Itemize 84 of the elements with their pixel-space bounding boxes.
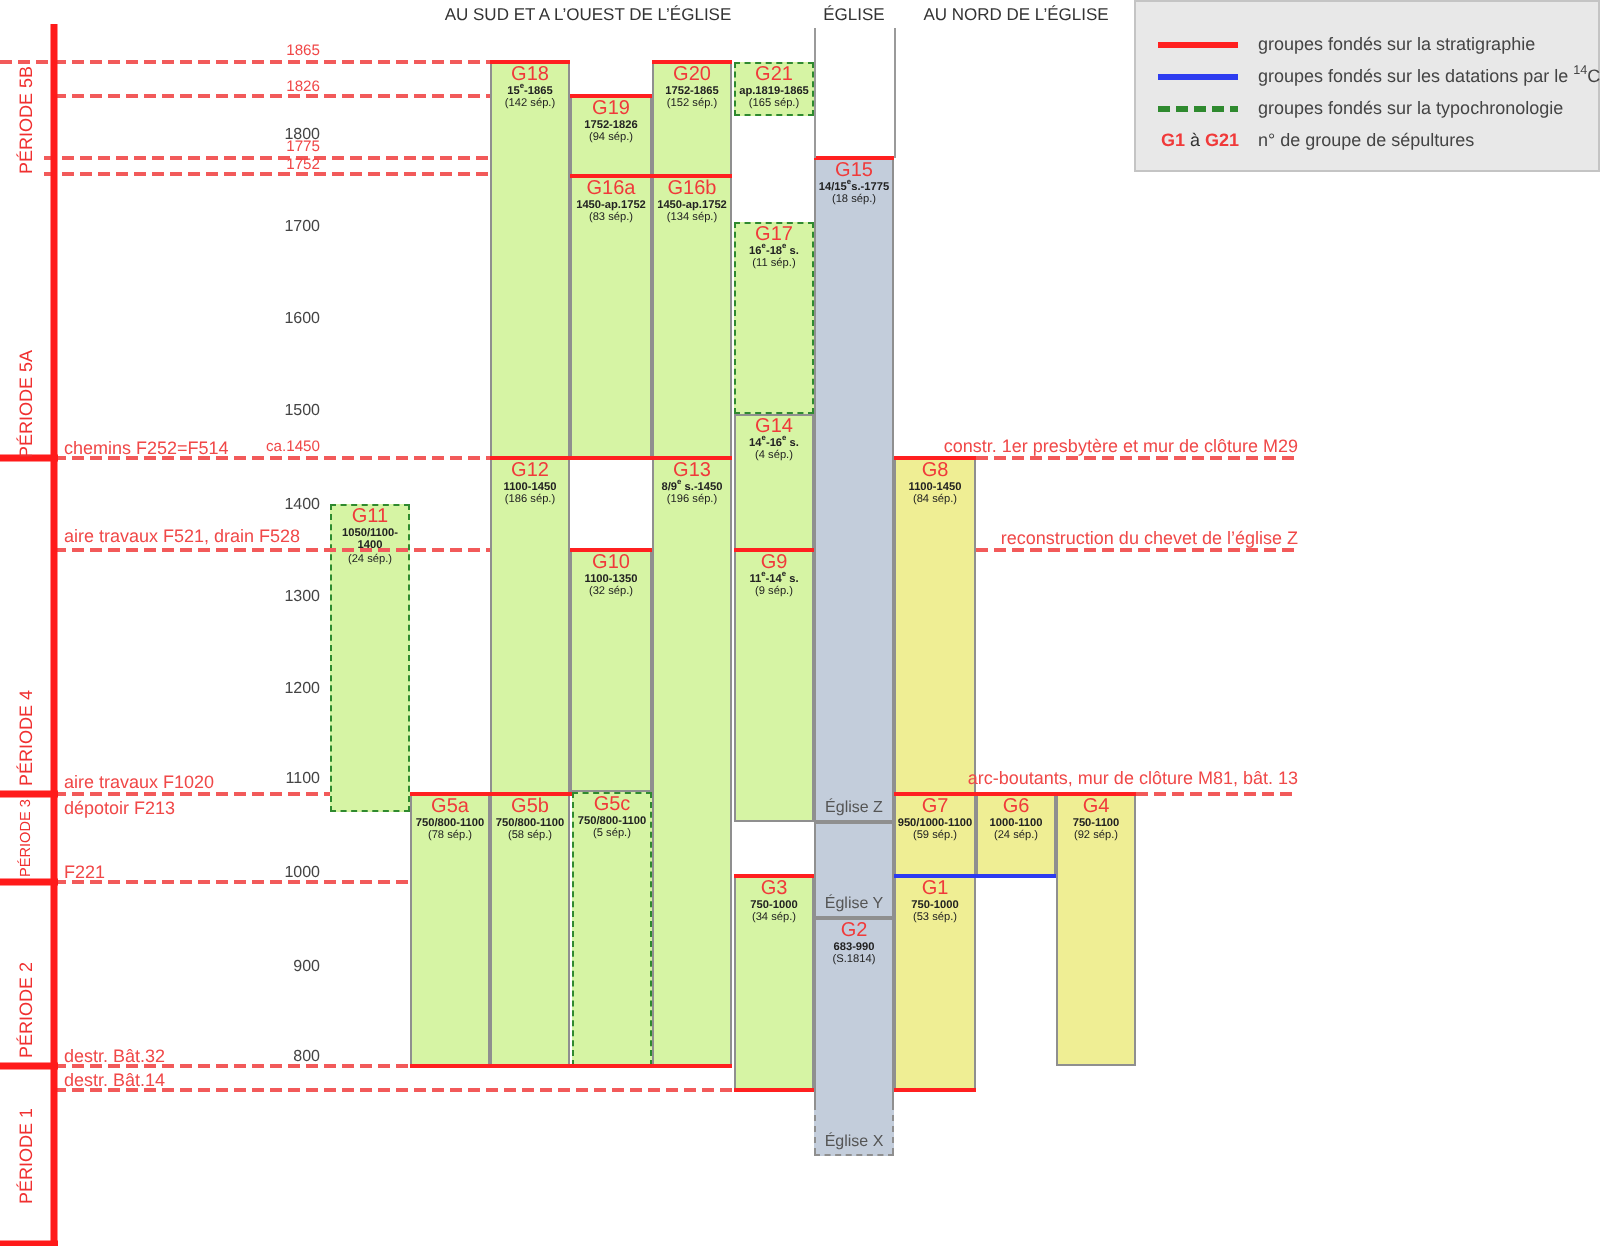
period-label: PÉRIODE 5A [15,349,37,459]
burial-group-box [814,158,894,822]
burial-group-box [490,794,570,1066]
group-number: G10 [592,554,630,573]
year-label: 1700 [284,216,320,236]
legend-label: groupes fondés sur les datations par le $^{14}$C [1258,65,1600,87]
year-label: 1500 [284,400,320,420]
event-label: reconstruction du chevet de l’église Z [1000,527,1298,549]
group-number: G13 [673,462,711,481]
legend-label: groupes fondés sur la typochronologie [1258,97,1564,119]
burial-group-box [734,62,814,116]
period-label: PÉRIODE 1 [15,1108,37,1204]
burial-group-box [572,792,652,1066]
burial-group-box [652,176,732,458]
church-phase-label: Église X [824,1132,884,1150]
year-label: 800 [293,1045,320,1065]
group-number: G14 [755,418,793,437]
legend-label: n° de groupe de sépultures [1258,129,1475,151]
burial-group-box [1056,794,1136,1066]
group-number: G7 [921,798,949,817]
year-label: 900 [293,956,320,976]
year-label: 1600 [284,308,320,328]
year-label: 1400 [284,494,320,514]
burial-group-box [734,876,814,1090]
group-number: G4 [1082,798,1110,817]
group-number: G5c [593,796,631,815]
burial-group-box [894,876,976,1090]
event-label: F221 [64,860,106,882]
column-heading: ÉGLISE [823,6,885,26]
burial-group-box [734,222,814,414]
group-number: G20 [673,66,711,85]
event-label: chemins F252=F514 [64,437,229,459]
event-label: destr. Bât.32 [64,1044,166,1066]
group-number: G6 [1002,798,1030,817]
year-label: 1200 [284,678,320,698]
period-label: PÉRIODE 2 [15,962,37,1058]
church-phase-box [814,822,894,918]
event-label: constr. 1er presbytère et mur de clôture M29 [943,435,1298,457]
group-number: G5b [511,798,549,817]
group-number: G12 [511,462,549,481]
period-label: PÉRIODE 4 [15,690,37,786]
year-label: 1100 [285,768,320,788]
burial-group-box [652,458,732,1066]
burial-group-box [570,550,652,792]
burial-group-box [490,62,570,458]
group-number: G1 [921,880,949,899]
year-label: 1300 [284,586,320,606]
burial-group-box [330,504,410,812]
burial-group-box [734,550,814,822]
group-number: G19 [592,100,630,119]
group-number: G5a [431,798,469,817]
church-phase-label: Église Y [824,894,884,912]
event-label: aire travaux F1020 [64,770,215,792]
year-label: 1000 [284,862,320,882]
event-label: aire travaux F521, drain F528 [64,525,301,547]
group-number: G11 [351,508,389,527]
period-label: PÉRIODE 5B [15,65,37,175]
burial-group-box [734,414,814,550]
group-number: G17 [755,226,793,245]
column-heading: AU SUD ET A L’OUEST DE L’ÉGLISE [444,6,732,26]
event-label: destr. Bât.14 [64,1069,166,1091]
burial-group-box [410,794,490,1066]
burial-group-box [570,96,652,176]
burial-group-box [976,794,1056,876]
year-label: 1800 [284,124,320,143]
legend-sample-text: G1 à G21 [1160,129,1240,151]
group-number: G2 [840,922,868,941]
group-number: G16a [586,180,636,199]
group-number: G16b [667,180,717,199]
burial-group-box [894,794,976,876]
burial-group-box [814,918,894,1156]
burial-group-box [570,176,652,458]
column-heading: AU NORD DE L’ÉGLISE [923,6,1109,26]
burial-group-box [490,458,570,794]
church-phase-label: Église Z [825,798,883,816]
group-number: G3 [760,880,788,899]
burial-group-box [652,62,732,176]
group-number: G8 [921,462,949,481]
event-label: dépotoir F213 [64,797,176,819]
group-number: G15 [835,162,873,181]
legend-label: groupes fondés sur la stratigraphie [1258,33,1536,55]
group-number: G9 [760,554,788,573]
group-number: G21 [755,66,793,85]
group-number: G18 [511,66,549,85]
